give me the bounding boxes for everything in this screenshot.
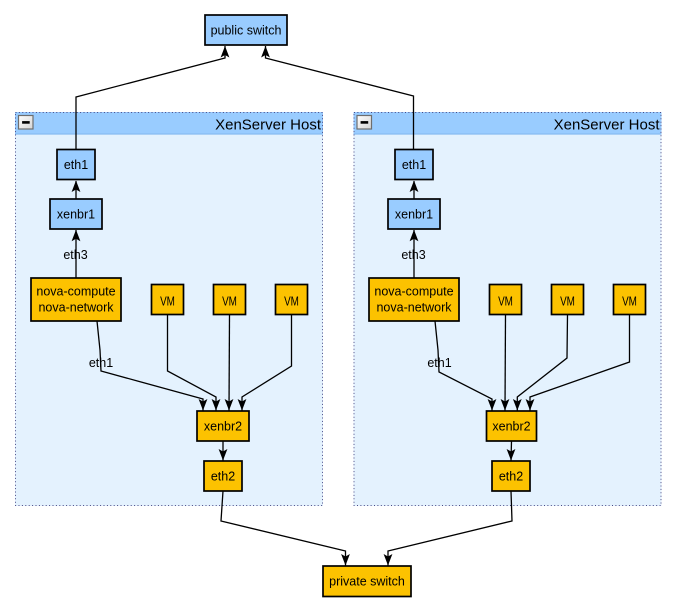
svg-text:eth1: eth1	[64, 158, 88, 172]
svg-text:eth2: eth2	[211, 469, 235, 483]
svg-text:eth1: eth1	[427, 356, 451, 370]
svg-text:xenbr2: xenbr2	[204, 419, 242, 433]
svg-text:xenbr1: xenbr1	[395, 207, 433, 221]
svg-text:xenbr2: xenbr2	[492, 419, 530, 433]
svg-text:nova-network: nova-network	[38, 300, 114, 314]
svg-text:nova-compute: nova-compute	[36, 284, 115, 298]
svg-text:VM: VM	[622, 294, 637, 309]
svg-text:nova-network: nova-network	[376, 300, 452, 314]
svg-text:public switch: public switch	[211, 23, 282, 37]
svg-text:private switch: private switch	[329, 575, 405, 589]
svg-text:xenbr1: xenbr1	[57, 207, 95, 221]
svg-text:XenServer Host: XenServer Host	[554, 117, 661, 134]
svg-text:nova-compute: nova-compute	[374, 284, 453, 298]
svg-text:XenServer Host: XenServer Host	[215, 117, 322, 134]
svg-text:eth3: eth3	[401, 248, 425, 262]
svg-text:VM: VM	[160, 294, 175, 309]
svg-text:eth3: eth3	[63, 248, 87, 262]
svg-text:VM: VM	[222, 294, 237, 309]
svg-text:eth2: eth2	[499, 469, 523, 483]
svg-text:eth1: eth1	[402, 158, 426, 172]
svg-text:VM: VM	[498, 294, 513, 309]
svg-text:VM: VM	[284, 294, 299, 309]
svg-text:VM: VM	[560, 294, 575, 309]
svg-text:eth1: eth1	[89, 356, 113, 370]
